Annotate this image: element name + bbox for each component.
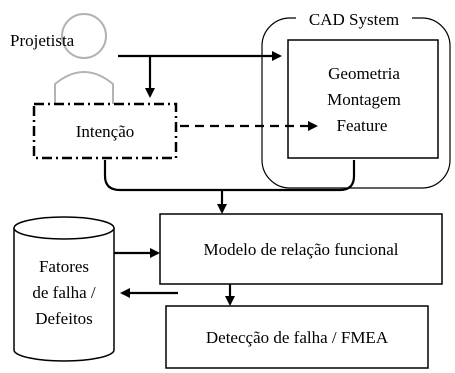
functional-model-box [159, 213, 443, 285]
failure-factors-line2: de falha / [32, 283, 96, 302]
cad-item-geometria: Geometria [328, 64, 400, 83]
failure-factors-line3: Defeitos [35, 309, 93, 328]
cad-item-feature: Feature [337, 116, 388, 135]
cad-system-title-bg [296, 6, 412, 32]
actor-label: Projetista [10, 31, 75, 50]
cad-items-box [287, 39, 439, 159]
cad-item-montagem: Montagem [327, 90, 401, 109]
failure-factors-line1: Fatores [39, 257, 89, 276]
database-icon [13, 216, 115, 362]
failure-detection-box [165, 305, 429, 369]
functional-model-label: Modelo de relação funcional [204, 240, 399, 259]
intent-box [32, 102, 178, 160]
failure-detection-label: Detecção de falha / FMEA [206, 328, 389, 347]
intent-label: Intenção [76, 122, 135, 141]
cad-system-title: CAD System [309, 10, 399, 29]
merge-connector [103, 160, 356, 192]
